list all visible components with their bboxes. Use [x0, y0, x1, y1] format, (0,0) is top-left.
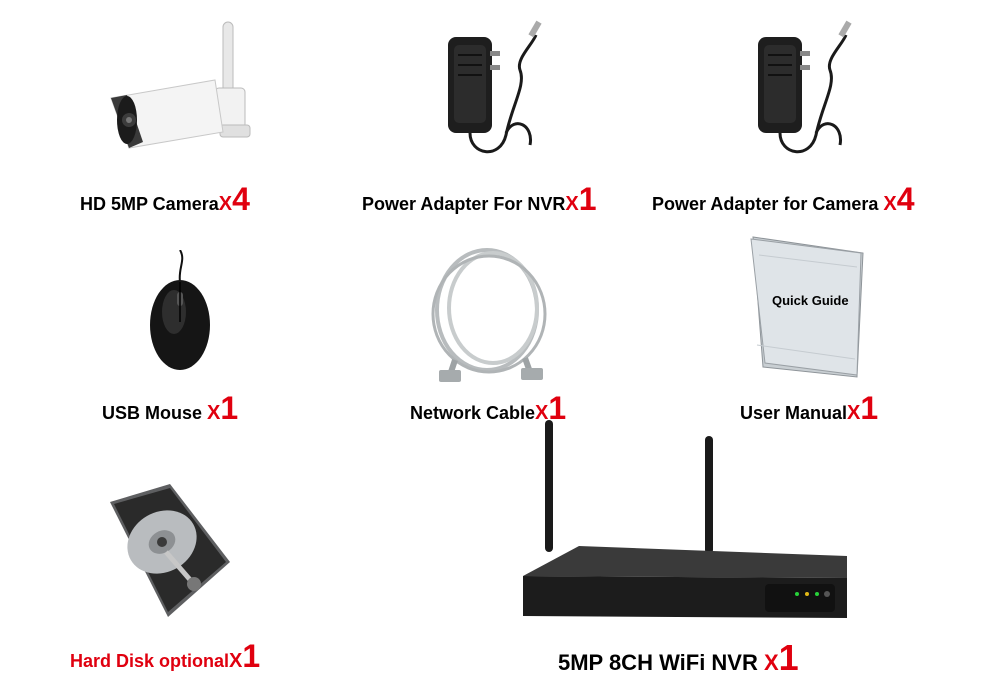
nvr-caption: 5MP 8CH WiFi NVR X1	[558, 637, 799, 678]
mouse-caption: USB Mouse X1	[102, 390, 239, 426]
network-cable-caption: Network CableX1	[410, 390, 567, 426]
power-adapter-icon	[440, 15, 550, 165]
nvr-icon	[515, 418, 855, 623]
manual-icon: Quick Guide	[745, 235, 875, 380]
camera-caption: HD 5MP CameraX4	[80, 181, 250, 217]
power-adapter-icon	[750, 15, 860, 165]
manual-caption: User ManualX1	[740, 390, 879, 426]
mouse-icon	[140, 249, 220, 375]
bullet-camera-icon	[105, 20, 275, 160]
hard-disk-caption: Hard Disk optionalX1	[70, 638, 261, 674]
hard-disk-icon	[100, 482, 240, 622]
manual-cover-text: Quick Guide	[772, 293, 849, 308]
nvr-adapter-caption: Power Adapter For NVRX1	[362, 181, 597, 217]
network-cable-icon	[425, 240, 560, 385]
camera-adapter-caption: Power Adapter for Camera X4	[652, 181, 915, 217]
